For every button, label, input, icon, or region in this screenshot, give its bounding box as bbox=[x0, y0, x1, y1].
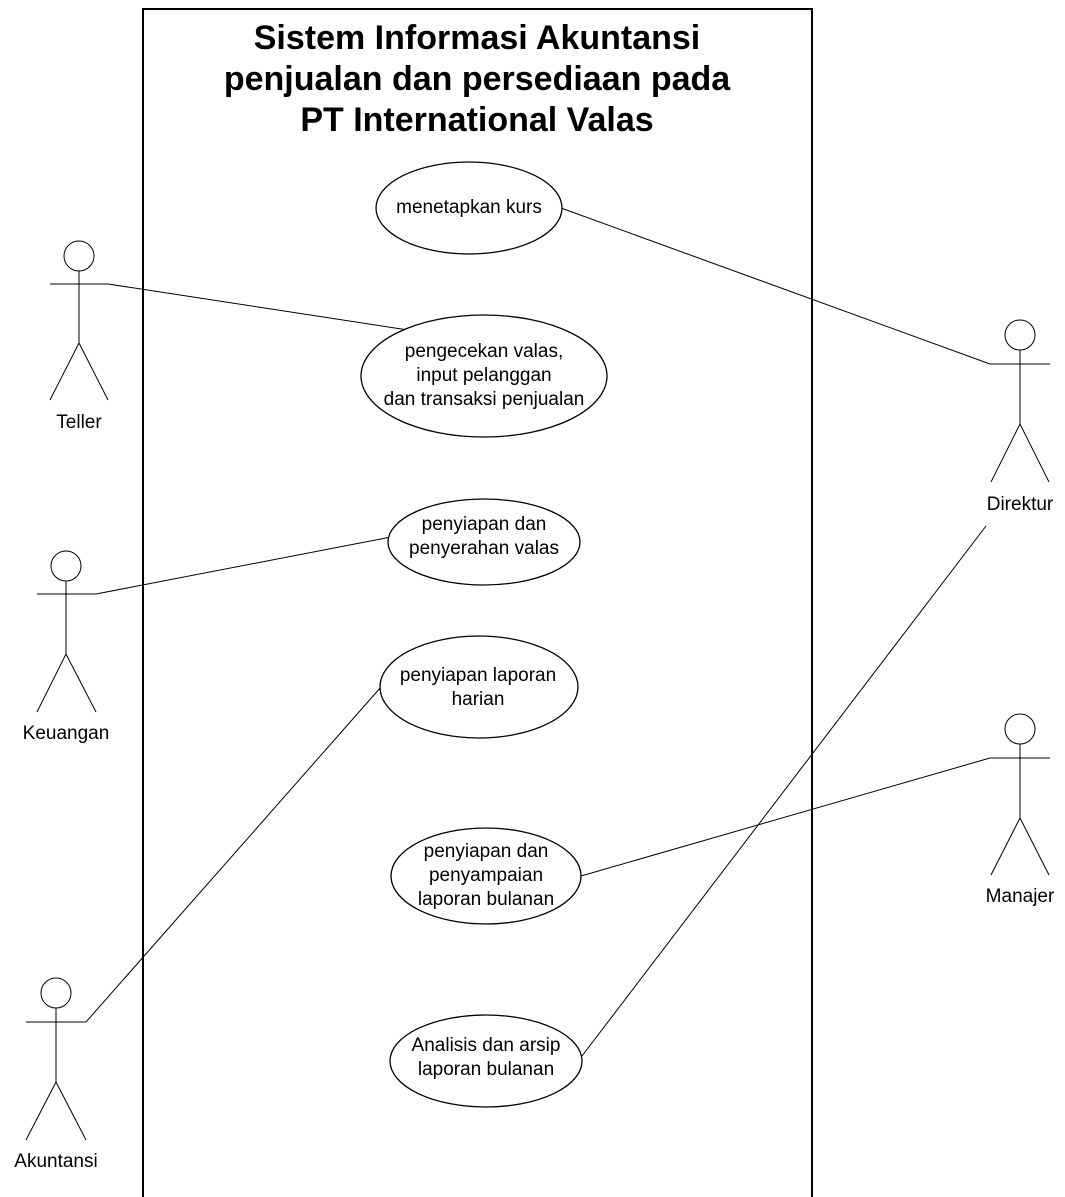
use-case-label-line: penyiapan dan bbox=[423, 841, 549, 862]
actor-label-direktur: Direktur bbox=[986, 494, 1054, 515]
system-boundary bbox=[142, 8, 813, 1197]
actor-manajer[interactable] bbox=[990, 713, 1050, 876]
use-case-label-laporan-bulanan: penyiapan dan penyampaian laporan bulana… bbox=[418, 840, 554, 912]
use-case-pengecekan-valas[interactable] bbox=[360, 314, 608, 438]
use-case-laporan-bulanan[interactable] bbox=[390, 827, 582, 925]
use-case-label-pengecekan: pengecekan valas, input pelanggan dan tr… bbox=[384, 340, 585, 412]
assoc-direktur-analisis-arsip bbox=[581, 525, 987, 1057]
assoc-teller-pengecekan bbox=[107, 283, 409, 331]
use-case-label-line: penyampaian bbox=[428, 865, 544, 886]
system-title-line: penjualan dan persediaan pada bbox=[223, 60, 731, 98]
use-case-label-line: Analisis dan arsip bbox=[411, 1035, 561, 1056]
assoc-manajer-laporan-bulanan bbox=[580, 757, 991, 877]
actor-keuangan[interactable] bbox=[36, 550, 97, 713]
use-case-label-line: pengecekan valas, bbox=[404, 341, 564, 362]
use-case-label-line: dan transaksi penjualan bbox=[383, 389, 585, 410]
assoc-direktur-menetapkan-kurs bbox=[560, 207, 991, 365]
use-case-laporan-harian[interactable] bbox=[379, 635, 579, 739]
use-case-label-line: penyiapan dan bbox=[421, 514, 547, 535]
assoc-keuangan-penyerahan bbox=[95, 536, 392, 595]
assoc-akuntansi-laporan-harian bbox=[85, 686, 382, 1023]
use-case-label-analisis-arsip: Analisis dan arsip laporan bulanan bbox=[412, 1034, 561, 1082]
actor-label-akuntansi: Akuntansi bbox=[14, 1151, 98, 1172]
use-case-label-line: laporan bulanan bbox=[417, 1059, 555, 1080]
actor-label-manajer: Manajer bbox=[985, 886, 1055, 907]
use-case-label-line: input pelanggan bbox=[416, 365, 552, 386]
use-case-label-line: penyiapan laporan bbox=[399, 665, 557, 686]
use-case-label-line: menetapkan kurs bbox=[396, 197, 542, 218]
use-case-menetapkan-kurs[interactable] bbox=[375, 161, 563, 255]
use-case-label-menetapkan-kurs: menetapkan kurs bbox=[396, 196, 542, 220]
use-case-label-line: penyerahan valas bbox=[409, 538, 559, 559]
use-case-label-line: harian bbox=[451, 689, 505, 710]
use-case-label-line: laporan bulanan bbox=[417, 889, 555, 910]
system-title-line: Sistem Informasi Akuntansi bbox=[253, 19, 701, 57]
actor-akuntansi[interactable] bbox=[25, 977, 87, 1141]
associations bbox=[85, 207, 991, 1057]
actor-label-keuangan: Keuangan bbox=[22, 723, 110, 744]
use-case-analisis-arsip[interactable] bbox=[389, 1014, 583, 1108]
use-case-label-laporan-harian: penyiapan laporan harian bbox=[400, 664, 556, 712]
system-title: Sistem Informasi Akuntansi penjualan dan… bbox=[143, 18, 811, 141]
actor-teller[interactable] bbox=[49, 240, 109, 401]
actor-direktur[interactable] bbox=[990, 319, 1050, 483]
use-case-label-penyerahan: penyiapan dan penyerahan valas bbox=[409, 513, 559, 561]
system-title-line: PT International Valas bbox=[300, 101, 654, 139]
actor-label-teller: Teller bbox=[56, 412, 102, 433]
use-case-penyerahan-valas[interactable] bbox=[387, 498, 581, 586]
